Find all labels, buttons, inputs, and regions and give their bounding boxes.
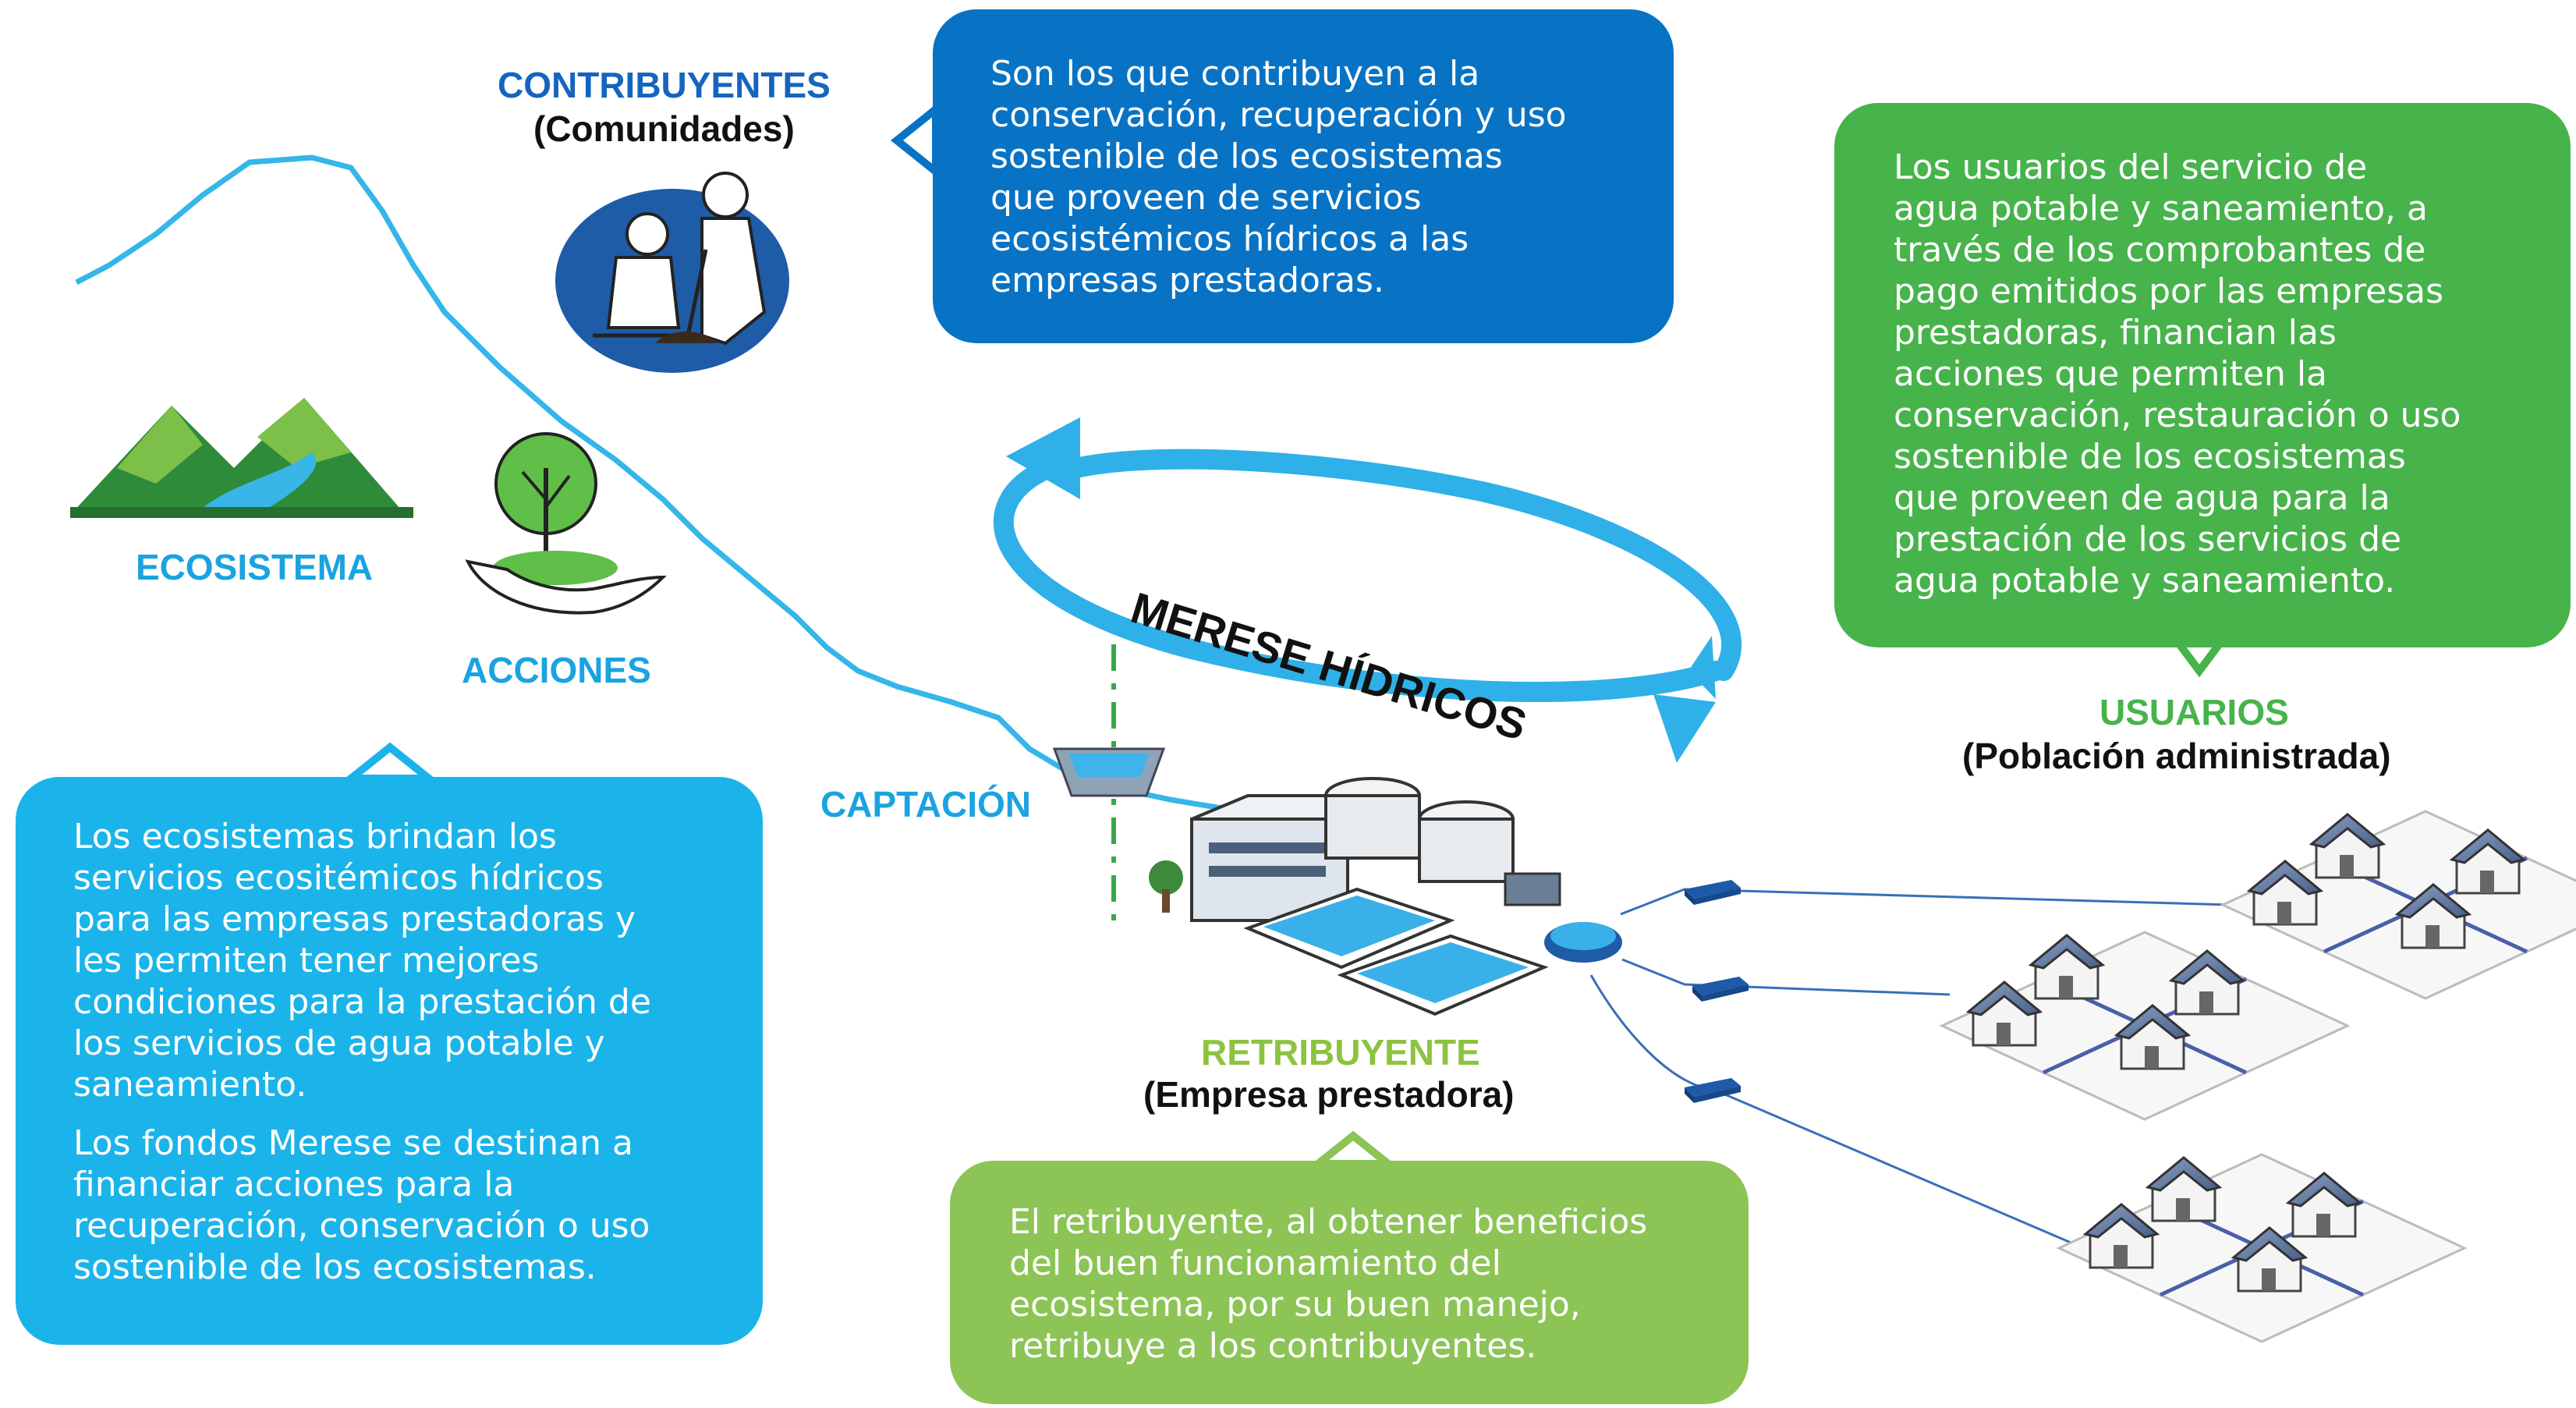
- river-line: [75, 154, 1264, 814]
- callout-line: los servicios de agua potable y: [73, 1023, 605, 1063]
- callout-line: recuperación, conservación o uso: [73, 1206, 650, 1246]
- water-intake-icon: [1052, 747, 1166, 797]
- callout-line: empresas prestadoras.: [990, 261, 1384, 300]
- callout-line: ecosistema, por su buen manejo,: [1009, 1285, 1581, 1325]
- houses-icon: [2059, 1154, 2464, 1342]
- callout-line: les permiten tener mejores: [73, 941, 540, 981]
- mountain-icon: [70, 398, 413, 518]
- callout-line: sostenible de los ecosistemas.: [73, 1247, 597, 1287]
- callout-line: conservación, recuperación y uso: [990, 95, 1567, 135]
- valve-icon: [1685, 880, 1741, 905]
- callout-paragraph: Los ecosistemas brindan los servicios ec…: [73, 816, 763, 1105]
- callout-line: sostenible de los ecosistemas: [1894, 437, 2406, 477]
- ecosistema-callout: Los ecosistemas brindan los servicios ec…: [16, 777, 763, 1345]
- callout-line: sostenible de los ecosistemas: [990, 137, 1503, 176]
- callout-line: servicios ecositémicos hídricos: [73, 858, 604, 898]
- callout-line: para las empresas prestadoras y: [73, 899, 636, 939]
- houses-icon: [2223, 811, 2576, 998]
- plant-in-hand-icon: [465, 432, 667, 615]
- callout-line: saneamiento.: [73, 1065, 307, 1105]
- callout-line: agua potable y saneamiento, a: [1894, 189, 2428, 229]
- callout-line: conservación, restauración o uso: [1894, 395, 2461, 435]
- acciones-label: ACCIONES: [462, 650, 651, 690]
- houses-icon: [1942, 932, 2347, 1119]
- callout-line: que proveen de agua para la: [1894, 478, 2390, 518]
- captacion-label: CAPTACIÓN: [820, 784, 1032, 825]
- usuarios-title: USUARIOS: [2099, 692, 2289, 732]
- callout-line: través de los comprobantes de: [1894, 230, 2426, 270]
- callout-paragraph: Los fondos Merese se destinan a financia…: [73, 1122, 763, 1288]
- contribuyentes-title: CONTRIBUYENTES: [498, 65, 831, 105]
- callout-line: ecosistémicos hídricos a las: [990, 219, 1469, 259]
- contribuyentes-callout: Son los que contribuyen a la conservació…: [933, 9, 1674, 343]
- treatment-plant-icon: [1149, 777, 1622, 1016]
- valve-icon: [1685, 1078, 1741, 1103]
- callout-line: pago emitidos por las empresas: [1894, 271, 2444, 311]
- merese-cycle-arrow: [994, 417, 1742, 763]
- callout-line: condiciones para la prestación de: [73, 982, 651, 1022]
- callout-line: Los usuarios del servicio de: [1894, 147, 2368, 187]
- empresa-subtitle: (Empresa prestadora): [1143, 1074, 1515, 1115]
- usuarios-callout: Los usuarios del servicio de agua potabl…: [1834, 103, 2571, 647]
- retribuyente-callout: El retribuyente, al obtener beneficios d…: [950, 1161, 1749, 1404]
- callout-line: prestadoras, financian las: [1894, 313, 2337, 353]
- comunidades-subtitle: (Comunidades): [533, 108, 795, 149]
- callout-line: Los ecosistemas brindan los: [73, 817, 557, 857]
- callout-line: que proveen de servicios: [990, 178, 1422, 218]
- retribuyente-title: RETRIBUYENTE: [1201, 1032, 1480, 1073]
- valve-icon: [1692, 977, 1749, 1002]
- callout-line: prestación de los servicios de: [1894, 520, 2402, 559]
- poblacion-subtitle: (Población administrada): [1962, 736, 2391, 776]
- callout-line: agua potable y saneamiento.: [1894, 561, 2396, 601]
- callout-line: Los fondos Merese se destinan a: [73, 1123, 633, 1163]
- callout-line: retribuye a los contribuyentes.: [1009, 1326, 1537, 1366]
- callout-line: financiar acciones para la: [73, 1165, 515, 1204]
- callout-line: acciones que permiten la: [1894, 354, 2328, 394]
- callout-line: Son los que contribuyen a la: [990, 54, 1480, 94]
- callout-line: del buen funcionamiento del: [1009, 1243, 1501, 1283]
- callout-line: El retribuyente, al obtener beneficios: [1009, 1202, 1648, 1242]
- planting-people-icon: [555, 172, 789, 373]
- ecosistema-label: ECOSISTEMA: [136, 547, 374, 587]
